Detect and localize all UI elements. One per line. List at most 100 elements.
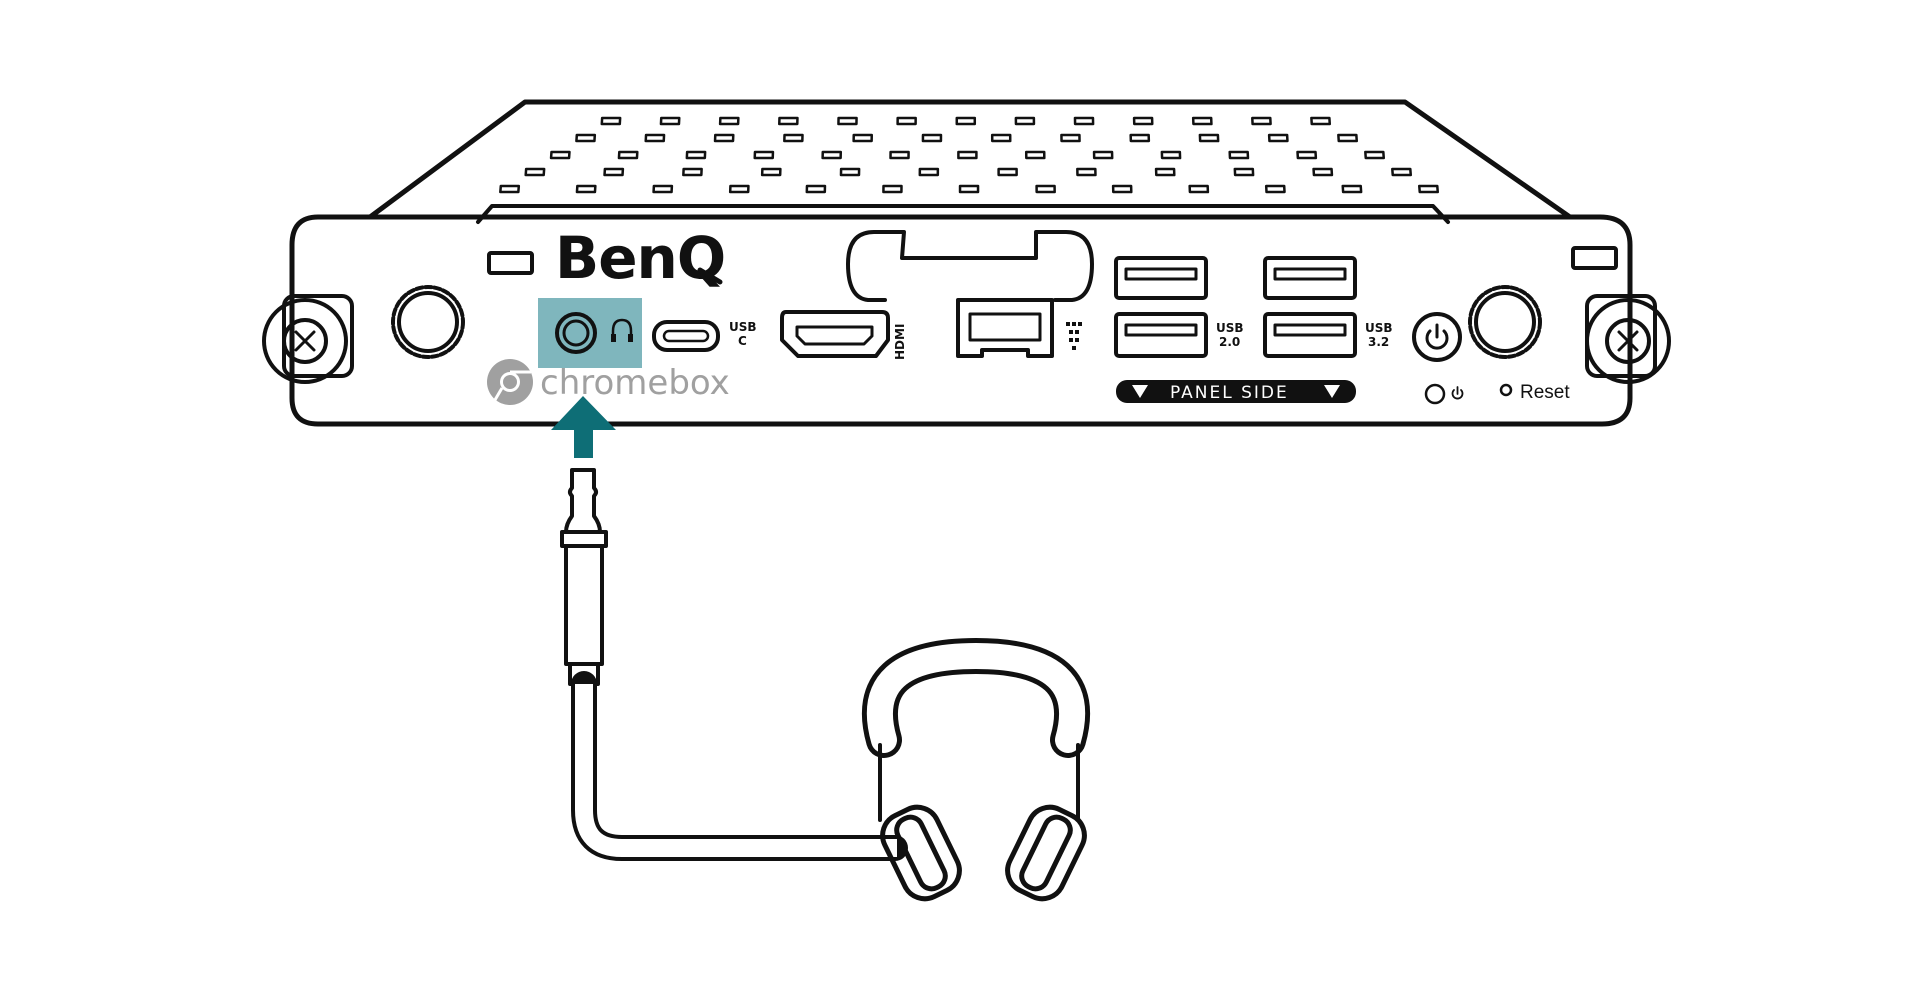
vent-slot bbox=[839, 167, 861, 177]
right-ear-cup bbox=[1005, 804, 1087, 902]
vent-slot bbox=[617, 150, 639, 160]
left-thumbscrew[interactable] bbox=[262, 294, 354, 384]
vent-slot bbox=[889, 150, 910, 160]
headphones bbox=[862, 638, 1090, 902]
usb20-label: USB bbox=[1216, 321, 1244, 335]
vent-slot bbox=[957, 150, 978, 160]
usb20-label-sub: 2.0 bbox=[1219, 335, 1240, 349]
vent-slot bbox=[1341, 184, 1363, 194]
usb32-label: USB bbox=[1365, 321, 1393, 335]
usb-c-label: USB bbox=[729, 320, 757, 334]
usb32-label-sub: 3.2 bbox=[1368, 335, 1389, 349]
vent-slot bbox=[1024, 150, 1046, 160]
vent-slot bbox=[1233, 167, 1255, 177]
brand-logo: BenQ bbox=[555, 224, 725, 292]
right-thumbscrew[interactable] bbox=[1585, 294, 1671, 384]
vent-slot bbox=[837, 116, 858, 126]
vent-slot bbox=[1198, 133, 1220, 143]
vent-slot bbox=[1076, 167, 1097, 177]
chassis-top bbox=[367, 99, 1573, 224]
vent-slot bbox=[1391, 167, 1412, 177]
usb-a-port-top-left[interactable] bbox=[1114, 256, 1208, 300]
vent-slot bbox=[1092, 150, 1114, 160]
power-button[interactable] bbox=[1412, 312, 1462, 362]
vent-slot bbox=[659, 116, 681, 126]
vent-slot bbox=[1154, 167, 1176, 177]
vent-slot bbox=[652, 184, 674, 194]
vent-slots bbox=[499, 116, 1439, 194]
vent-slot bbox=[1111, 184, 1133, 194]
svg-text:PANEL SIDE: PANEL SIDE bbox=[1170, 383, 1289, 403]
brand-logo-tail bbox=[697, 267, 723, 285]
usb-c-port[interactable] bbox=[652, 320, 720, 352]
svg-text:chromebox: chromebox bbox=[540, 363, 730, 403]
vent-slot bbox=[990, 133, 1012, 143]
vent-slot bbox=[783, 133, 804, 143]
chrome-icon bbox=[487, 359, 533, 406]
usb-a-port-bottom-left[interactable] bbox=[1114, 312, 1208, 358]
audio-cable bbox=[571, 671, 908, 861]
vent-slot bbox=[955, 116, 977, 126]
ethernet-port[interactable] bbox=[956, 298, 1054, 358]
vent-slot bbox=[1267, 133, 1289, 143]
vent-slot bbox=[713, 133, 735, 143]
vent-slot bbox=[1364, 150, 1385, 160]
vent-slot bbox=[921, 133, 943, 143]
vent-slot bbox=[1132, 116, 1154, 126]
left-indicator bbox=[487, 251, 534, 275]
right-inner-screw[interactable] bbox=[1468, 285, 1542, 359]
vent-slot bbox=[760, 167, 782, 177]
vent-slot bbox=[575, 184, 597, 194]
vent-slot bbox=[778, 116, 799, 126]
usb-c-label-sub: C bbox=[738, 334, 747, 348]
carry-handle[interactable] bbox=[846, 230, 1094, 302]
vent-slot bbox=[718, 116, 740, 126]
vent-slot bbox=[1251, 116, 1272, 126]
vent-slot bbox=[1060, 133, 1081, 143]
usb-a-port-top-right[interactable] bbox=[1263, 256, 1357, 300]
vent-slot bbox=[1035, 184, 1056, 194]
vent-slot bbox=[575, 133, 597, 143]
vent-slot bbox=[753, 150, 775, 160]
headphone-jack-highlight bbox=[538, 298, 642, 368]
headphone-jack[interactable] bbox=[538, 298, 642, 368]
vent-slot bbox=[1188, 184, 1210, 194]
vent-slot bbox=[685, 150, 707, 160]
front-panel bbox=[289, 214, 1633, 427]
vent-slot bbox=[805, 184, 827, 194]
vent-slot bbox=[682, 167, 703, 177]
vent-slot bbox=[882, 184, 903, 194]
left-inner-screw[interactable] bbox=[391, 285, 465, 359]
vent-slot bbox=[997, 167, 1018, 177]
vent-slot bbox=[1264, 184, 1286, 194]
right-indicator bbox=[1571, 246, 1618, 270]
reset-pinhole[interactable] bbox=[1499, 383, 1513, 397]
vent-slot bbox=[918, 167, 940, 177]
vent-slot bbox=[1312, 167, 1334, 177]
vent-slot bbox=[1418, 184, 1439, 194]
vent-slot bbox=[896, 116, 917, 126]
panel-side-badge: PANEL SIDE bbox=[1116, 380, 1356, 403]
hdmi-label: HDMI bbox=[893, 324, 907, 360]
insert-arrow bbox=[551, 396, 616, 458]
power-led bbox=[1424, 383, 1464, 405]
vent-slot bbox=[1337, 133, 1358, 143]
vent-slot bbox=[1014, 116, 1036, 126]
vent-slot bbox=[499, 184, 521, 194]
vent-slot bbox=[1228, 150, 1250, 160]
vent-slot bbox=[644, 133, 666, 143]
reset-label: Reset bbox=[1520, 382, 1570, 403]
usb-a-port-bottom-right[interactable] bbox=[1263, 312, 1357, 358]
power-icon bbox=[1425, 323, 1449, 350]
hdmi-port[interactable] bbox=[780, 310, 890, 358]
vent-slot bbox=[958, 184, 980, 194]
ethernet-icon bbox=[1066, 322, 1082, 350]
vent-slot bbox=[549, 150, 571, 160]
vent-slot bbox=[603, 167, 625, 177]
vent-slot bbox=[821, 150, 843, 160]
power-led-icon bbox=[1451, 386, 1464, 400]
vent-slot bbox=[1160, 150, 1182, 160]
vent-slot bbox=[1191, 116, 1213, 126]
chromebox-logo: chromebox bbox=[487, 359, 730, 406]
